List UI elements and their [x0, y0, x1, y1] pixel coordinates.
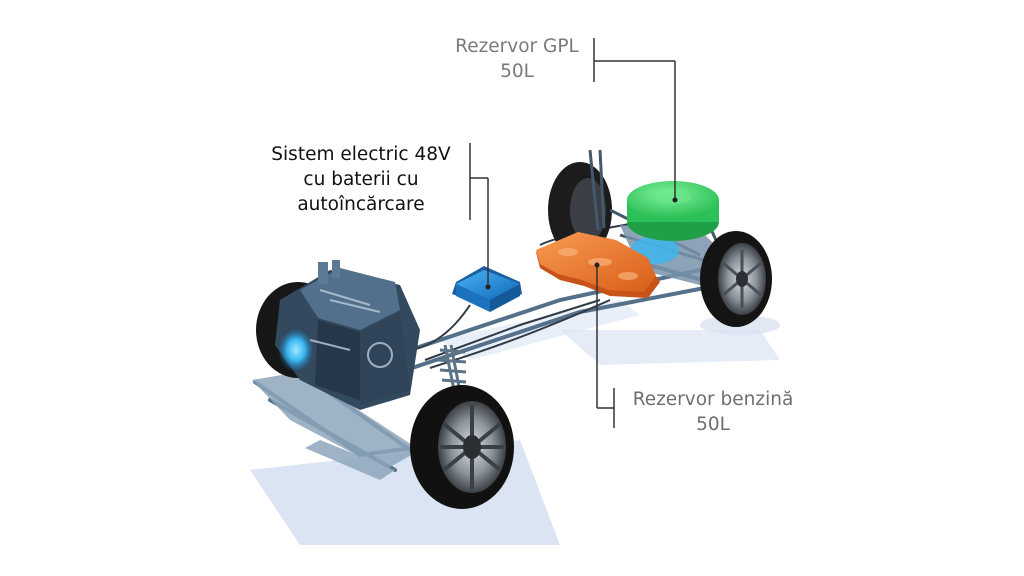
engine-block: [275, 260, 420, 410]
lpg-tank-label: Rezervor GPL 50L: [442, 34, 592, 84]
callout-line-petrol: [596, 265, 615, 428]
electric-system-label-line2: cu baterii cu: [303, 169, 419, 190]
petrol-tank-label-line2: 50L: [696, 414, 730, 435]
electric-system-label-line1: Sistem electric 48V: [271, 144, 451, 165]
petrol-tank-label-line1: Rezervor benzină: [632, 389, 794, 410]
petrol-tank-label: Rezervor benzină 50L: [618, 387, 808, 437]
electric-system-label: Sistem electric 48V cu baterii cu autoîn…: [250, 142, 472, 217]
rear-right-wheel: [700, 231, 772, 327]
electric-system-label-line3: autoîncărcare: [297, 194, 425, 215]
front-right-wheel: [410, 385, 514, 509]
callout-line-lpg: [593, 38, 676, 200]
lpg-tank: [627, 181, 719, 241]
lpg-tank-label-line1: Rezervor GPL: [455, 36, 579, 57]
callout-lines: [469, 38, 676, 428]
subframe: [252, 372, 420, 480]
callout-line-electric: [469, 143, 489, 287]
lpg-tank-label-line2: 50L: [500, 61, 534, 82]
callout-dots: [485, 197, 678, 290]
